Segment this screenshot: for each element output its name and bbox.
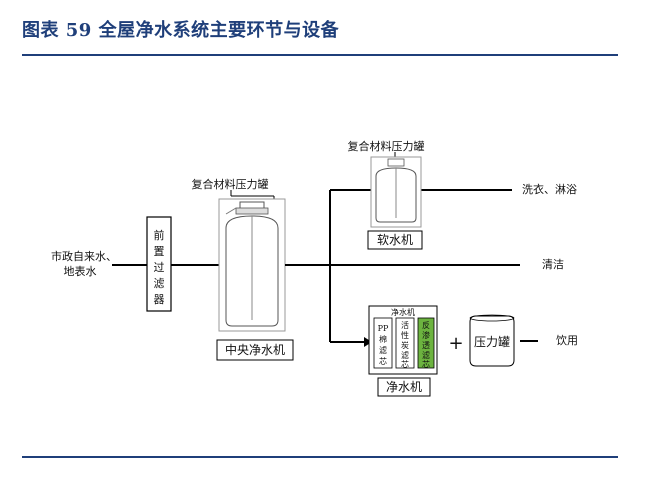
pp-filter bbox=[373, 317, 393, 369]
prefilter-char: 置 bbox=[154, 245, 165, 258]
carbon-filter-char: 炭 bbox=[401, 341, 409, 350]
pp-filter-char: 棉 bbox=[379, 334, 387, 344]
ro-filter-char: 芯 bbox=[422, 359, 430, 369]
carbon-filter-char: 性 bbox=[401, 330, 409, 340]
softener-unit-label: 软水机 bbox=[377, 233, 413, 247]
pp-filter-char: 芯 bbox=[379, 356, 387, 366]
ro-filter-char: 反 bbox=[422, 320, 430, 330]
ro-filter-char: 滤 bbox=[422, 350, 430, 360]
purifier-inner-title: 净水机 bbox=[391, 307, 415, 317]
carbon-filter bbox=[395, 317, 415, 369]
pp-filter-char: 滤 bbox=[379, 345, 387, 355]
bottom-rule bbox=[22, 456, 618, 458]
arrow-to-purifier bbox=[364, 337, 372, 347]
carbon-filter-char: 滤 bbox=[401, 350, 409, 360]
source-label-line2: 地表水 bbox=[64, 264, 97, 278]
central-tank-label: 复合材料压力罐 bbox=[192, 177, 269, 191]
carbon-filter-char: 活 bbox=[401, 320, 409, 330]
ro-filter-char: 透 bbox=[422, 341, 430, 350]
prefilter-char: 滤 bbox=[154, 277, 165, 290]
water-purifier: 净水机 PP 棉 滤 芯 活 性 炭 滤 芯 反 渗 透 滤 芯 净水机 bbox=[368, 305, 438, 397]
ro-filter-char: 渗 bbox=[422, 330, 430, 340]
top-rule bbox=[22, 54, 618, 56]
purifier-unit-label: 净水机 bbox=[386, 380, 422, 394]
pressure-tank-label: 压力罐 bbox=[474, 335, 510, 349]
figure-title: 图表 59 全屋净水系统主要环节与设备 bbox=[22, 20, 340, 41]
source-label-line1: 市政自来水、 bbox=[51, 249, 117, 263]
central-unit-label: 中央净水机 bbox=[225, 342, 285, 357]
central-purifier: 复合材料压力罐 中央净水机 bbox=[192, 177, 294, 361]
prefilter-char: 器 bbox=[154, 293, 165, 306]
pp-filter-char: PP bbox=[378, 324, 389, 333]
output-laundry-label: 洗衣、淋浴 bbox=[522, 182, 577, 196]
prefilter-char: 过 bbox=[154, 261, 165, 274]
prefilter: 前 置 过 滤 器 bbox=[146, 216, 172, 312]
water-softener: 复合材料压力罐 软水机 bbox=[348, 139, 425, 250]
pressure-tank: 压力罐 bbox=[469, 314, 515, 367]
softener-tank-label: 复合材料压力罐 bbox=[348, 139, 425, 153]
prefilter-char: 前 bbox=[154, 228, 165, 242]
output-drink-label: 饮用 bbox=[556, 334, 578, 347]
plus-sign: + bbox=[448, 333, 463, 354]
output-clean-label: 清洁 bbox=[542, 258, 564, 271]
ro-filter bbox=[417, 317, 435, 369]
carbon-filter-char: 芯 bbox=[401, 359, 409, 369]
